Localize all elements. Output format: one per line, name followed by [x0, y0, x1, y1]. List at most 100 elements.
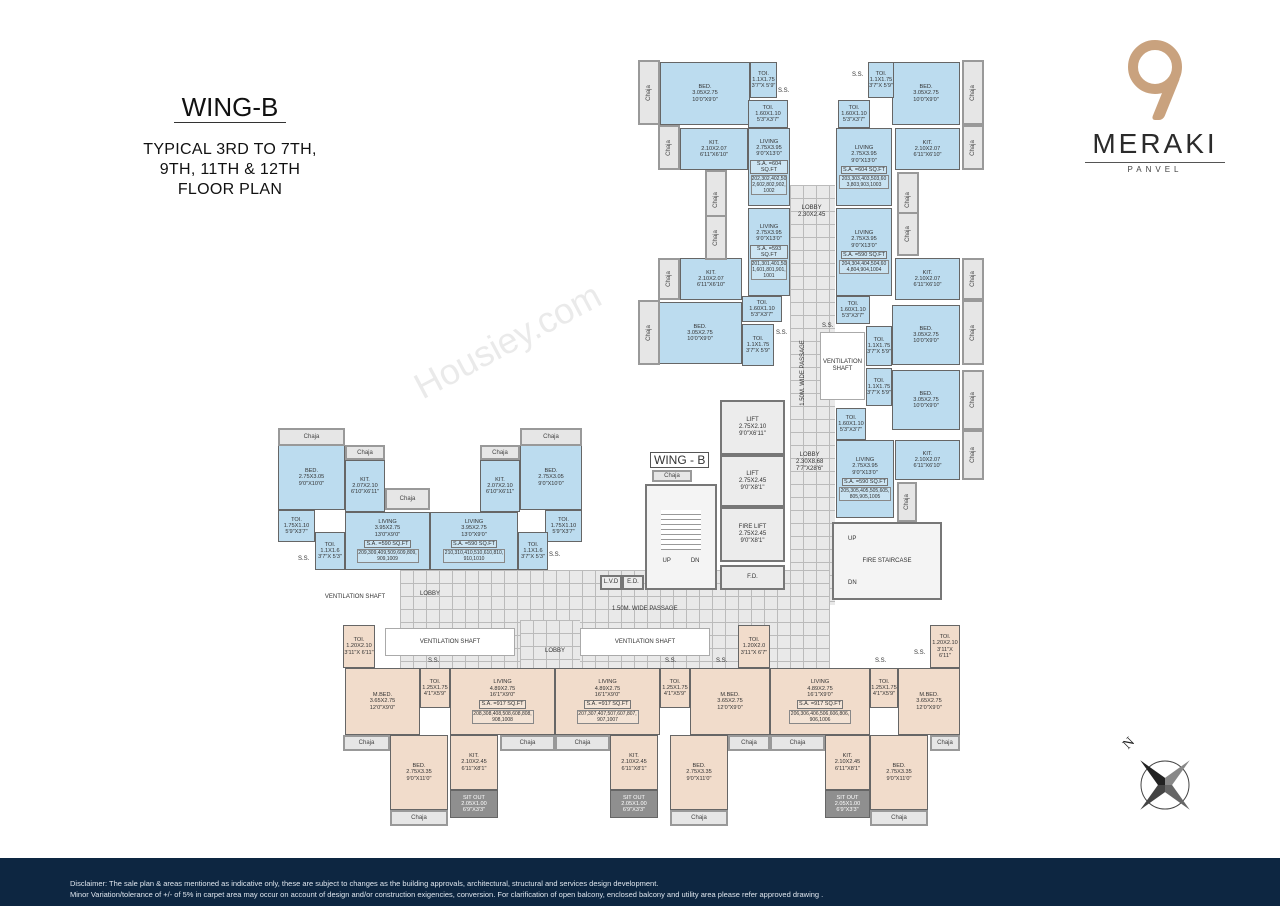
room-text: BED.: [919, 84, 933, 91]
room-text: 1.60X1.10: [838, 420, 864, 427]
room-text: 2.75X3.05: [538, 474, 564, 481]
room-text: 12'0"X9'0": [916, 704, 942, 711]
chaja-label: Chaja: [970, 84, 976, 101]
room-text: BED.: [692, 763, 706, 770]
room-text: 9'0"X13'0": [851, 242, 877, 249]
lvd-room: L.V.D: [600, 575, 622, 590]
room-text: TOI.: [324, 541, 336, 548]
flat-numbers: 201,301,401,501,601,801,901,1001: [750, 260, 788, 281]
chaja-label: Chaja: [970, 392, 976, 408]
room-text: 3.05X2.75: [913, 90, 939, 97]
room-text: KIT.: [922, 139, 933, 146]
chaja: Chaja: [343, 735, 390, 751]
saleable-area: S.A. =590 SQ.FT: [840, 250, 888, 260]
room-text: LIVING: [378, 518, 397, 525]
room-text: M.BED.: [919, 692, 939, 699]
chaja-label: Chaja: [970, 139, 976, 156]
room-text: M.BED.: [720, 692, 740, 699]
room-text: 3'7"X 5'9": [869, 83, 893, 90]
room-text: KIT.: [706, 269, 716, 276]
room-text: 4.89X2.75: [594, 685, 621, 692]
chaja-label: Chaja: [905, 192, 911, 208]
room-text: 16'1"X9'0": [807, 692, 833, 698]
fire-staircase: FIRE STAIRCASE UP DN: [832, 522, 942, 600]
room-text: 3.05X2.75: [913, 396, 939, 403]
room-text: TOI.: [291, 516, 302, 523]
room-text: 2.75X3.95: [851, 236, 877, 243]
room-text: 3.05X2.75: [692, 90, 718, 97]
room-text: 1.60X1.10: [755, 110, 781, 117]
chaja: Chaja: [930, 735, 960, 751]
room-text: 1.1X1.6: [320, 547, 340, 554]
meraki-logo: MERAKI PANVEL: [1085, 40, 1225, 174]
room-text: 2.75X3.95: [756, 145, 782, 152]
room-text: 2.05X1.00: [834, 800, 861, 807]
flat-numbers: 205,305,405,505,605,805,905,1005: [839, 487, 891, 502]
room-text: LIVING: [854, 229, 874, 236]
room-text: KIT.: [469, 753, 479, 760]
room-text: 4'1"X5'9": [872, 691, 896, 698]
room-text: TOI.: [939, 633, 951, 640]
room-text: 1.25X1.75: [871, 684, 897, 691]
flat-numbers: 204,304,404,504,604,804,904,1004: [839, 260, 889, 275]
room-text: 6'11"X6'10": [913, 152, 942, 159]
room-text: 1.25X1.75: [662, 684, 688, 691]
room-text: 1.1X1.75: [746, 341, 770, 348]
chaja: Chaja: [500, 735, 555, 751]
room-text: TOI.: [845, 414, 857, 421]
floor-range-line: FLOOR PLAN: [177, 181, 283, 198]
room-text: 6'9"X3'3": [462, 807, 486, 814]
room-text: KIT.: [360, 476, 370, 483]
floor-range-title: TYPICAL 3RD TO 7TH, 9TH, 11TH & 12TH FLO…: [120, 140, 340, 200]
room-text: 1.20X2.10: [346, 643, 372, 650]
room-text: KIT.: [922, 450, 933, 457]
stair-down-label: DN: [690, 557, 700, 564]
chaja: Chaja: [345, 445, 385, 460]
room-text: BED.: [698, 84, 712, 91]
fire-staircase-label: FIRE STAIRCASE: [862, 557, 912, 564]
saleable-area: S.A. =593 SQ.FT: [750, 244, 788, 260]
room-text: TOI.: [748, 637, 760, 644]
room-text: 1.1X1.6: [523, 547, 543, 554]
service-shaft-label: S.S.: [852, 72, 864, 78]
room-text: 2.05X1.00: [621, 800, 647, 807]
room-text: 3.65X2.75: [916, 698, 942, 705]
wing-b-plan-label: WING - B: [650, 452, 710, 468]
room-text: 1.60X1.10: [749, 305, 775, 312]
vertical-passage-label: 1.50M. WIDE PASSAGE: [799, 340, 806, 406]
room-text: 2.10X2.07: [701, 145, 727, 152]
compass-rose-icon: N: [1120, 735, 1190, 810]
room-text: 3.05X2.75: [913, 331, 939, 338]
flat-numbers: 209,309,409,509,609,809,909,1009: [356, 549, 419, 564]
chaja: Chaja: [278, 428, 345, 446]
flat-numbers: 202,302,402,502,602,802,902,1002: [750, 175, 788, 196]
room-text: BED.: [304, 468, 319, 475]
room-text: 9'0"X13'0": [756, 151, 782, 158]
room-text: 6'10"X6'11": [350, 489, 380, 496]
room-text: TOI.: [848, 104, 860, 111]
room-text: 12'0"X9'0": [369, 704, 396, 711]
chaja: Chaja: [385, 488, 430, 510]
chaja: Chaja: [638, 300, 660, 365]
room-text: TOI.: [875, 70, 887, 77]
service-shaft-label: S.S.: [665, 658, 677, 664]
